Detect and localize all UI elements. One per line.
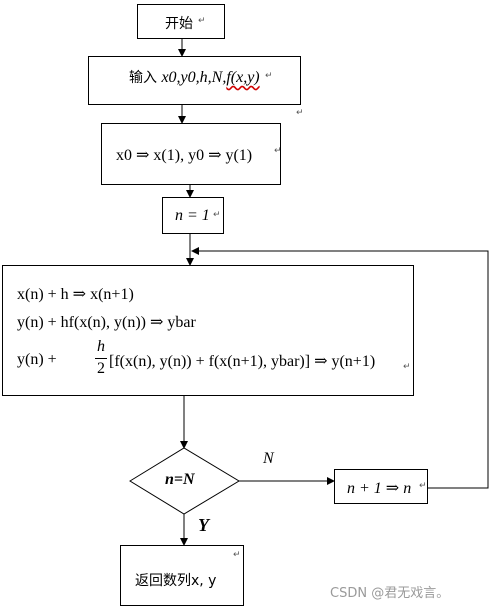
paragraph-mark: ↵ bbox=[198, 16, 206, 26]
input-label: 输入 x0,y0,h,N,f(x,y) bbox=[129, 67, 260, 87]
paragraph-mark: ↵ bbox=[403, 362, 411, 372]
input-function: f(x,y) bbox=[226, 69, 260, 86]
start-node: 开始 ↵ bbox=[137, 4, 225, 39]
increment-label: n + 1 ⇒ n bbox=[347, 480, 412, 497]
step-line-2: y(n) + hf(x(n), y(n)) ⇒ ybar bbox=[17, 314, 196, 331]
init-n-node: n = 1 ↵ bbox=[162, 197, 224, 234]
paragraph-mark-outside: ↵ bbox=[296, 108, 304, 118]
step-fraction-bar bbox=[95, 358, 107, 359]
step-line-1: x(n) + h ⇒ x(n+1) bbox=[17, 286, 134, 303]
edge-label-no: N bbox=[263, 450, 274, 467]
increment-node: n + 1 ⇒ n ↵ bbox=[334, 469, 428, 504]
step-fraction-numerator: h bbox=[97, 338, 105, 355]
output-label: 返回数列x, y bbox=[135, 573, 217, 589]
step-line-3-pre: y(n) + bbox=[17, 351, 57, 368]
arrow-increment-back bbox=[191, 247, 489, 489]
paragraph-mark: ↵ bbox=[233, 550, 241, 560]
input-prefix: 输入 bbox=[129, 70, 162, 86]
step-line-3-post: [f(x(n), y(n)) + f(x(n+1), ybar)] ⇒ y(n+… bbox=[109, 353, 376, 370]
watermark: CSDN @君无戏言。 bbox=[330, 586, 450, 601]
init-xy-node: x0 ⇒ x(1), y0 ⇒ y(1) ↵ bbox=[101, 123, 282, 185]
edge-label-yes: Y bbox=[198, 515, 209, 535]
init-xy-label: x0 ⇒ x(1), y0 ⇒ y(1) bbox=[116, 147, 253, 164]
paragraph-mark: ↵ bbox=[419, 481, 427, 491]
init-n-label: n = 1 bbox=[175, 207, 210, 224]
input-vars: x0,y0,h,N, bbox=[161, 69, 227, 86]
loop-body-node: x(n) + h ⇒ x(n+1) y(n) + hf(x(n), y(n)) … bbox=[2, 265, 414, 396]
paragraph-mark: ↵ bbox=[265, 71, 273, 81]
output-node: 返回数列x, y ↵ bbox=[120, 545, 244, 606]
step-fraction-denominator: 2 bbox=[97, 360, 105, 377]
paragraph-mark: ↵ bbox=[274, 146, 282, 156]
decision-label: n=N bbox=[165, 471, 195, 488]
input-node: 输入 x0,y0,h,N,f(x,y) ↵ bbox=[88, 56, 301, 105]
decision-diamond bbox=[129, 447, 240, 515]
start-label: 开始 bbox=[165, 16, 193, 32]
paragraph-mark: ↵ bbox=[213, 210, 221, 220]
